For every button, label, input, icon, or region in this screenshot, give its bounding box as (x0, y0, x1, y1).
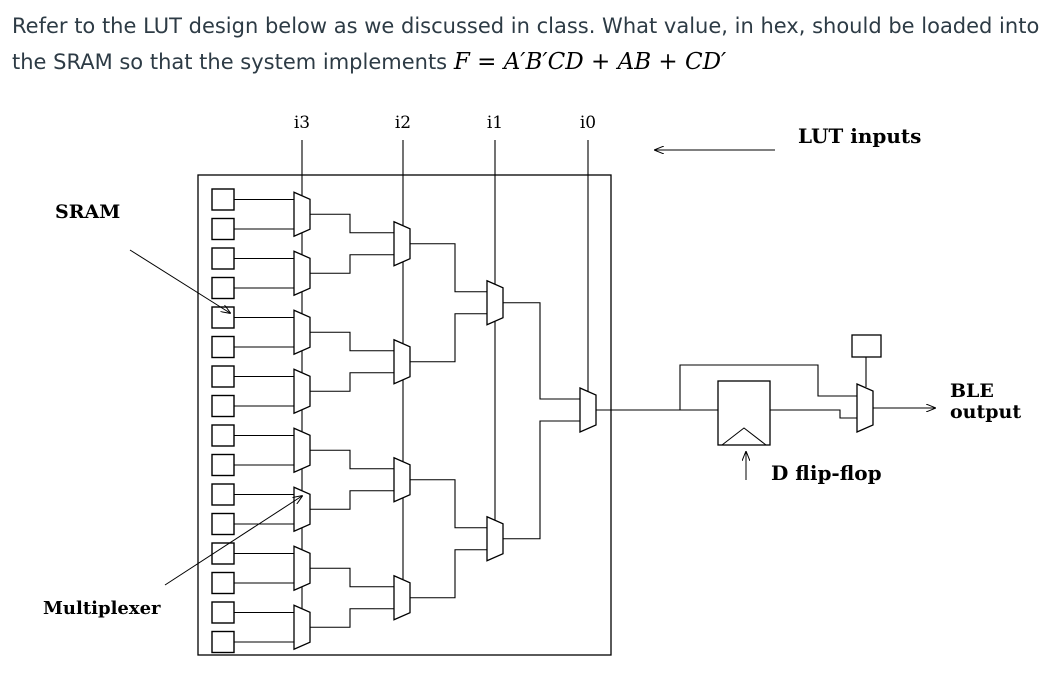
mux-level1 (293, 427, 311, 474)
sram-cell (211, 394, 235, 418)
output-mux (856, 383, 874, 433)
mux-level3 (486, 279, 504, 326)
mux-level2 (393, 574, 411, 621)
mux-level1 (293, 545, 311, 592)
mux-level1 (293, 368, 311, 415)
ble-output-label-line2: output (950, 401, 1021, 423)
wire-l1-l2 (310, 254, 394, 274)
sram-cell (211, 217, 235, 241)
wire-l2-l3 (410, 479, 487, 529)
function-plus-1: + (591, 49, 611, 75)
sram-cell (211, 247, 235, 270)
function-term-1: A′B′CD (503, 49, 584, 75)
mux-level1 (293, 250, 311, 297)
clock-triangle (721, 427, 767, 446)
wire-l1-l2 (310, 372, 394, 392)
sram-cell (211, 335, 235, 359)
lut-inputs-label: LUT inputs (798, 124, 921, 148)
wire-l1-l2 (310, 490, 394, 510)
sram-cell (211, 483, 235, 506)
mux-level2 (393, 456, 411, 503)
function-plus-2: + (658, 49, 678, 75)
mux-level4 (579, 387, 597, 433)
sram-cell (211, 365, 235, 388)
input-label-i0: i0 (580, 113, 596, 133)
sram-cell (211, 188, 235, 211)
mux-level2 (393, 338, 411, 385)
question-prompt: Refer to the LUT design below as we disc… (12, 14, 1040, 74)
ble-output-label-line1: BLE (950, 380, 994, 402)
ff-output-wire (770, 409, 857, 419)
d-flip-flop-label: D flip-flop (771, 461, 882, 485)
input-label-i2: i2 (395, 113, 411, 133)
wire-l1-l2 (310, 331, 394, 352)
lut-box (197, 174, 612, 656)
function-term-2: AB (617, 49, 652, 75)
select-sram-cell (851, 334, 882, 358)
multiplexer-label: Multiplexer (43, 598, 161, 619)
mux-level1 (293, 191, 311, 238)
sram-cell (211, 571, 235, 595)
function-equals: = (477, 49, 497, 75)
d-flip-flop (717, 380, 771, 446)
mux-level1 (293, 486, 311, 533)
wire-l2-l3 (410, 243, 487, 293)
wire-l2-l3 (410, 549, 487, 599)
wire-l1-l2 (310, 567, 394, 588)
wire-l1-l2 (310, 449, 394, 470)
wire-l2-l3 (410, 313, 487, 363)
mux-level3 (486, 515, 504, 562)
mux-level1 (293, 604, 311, 651)
sram-cell (211, 424, 235, 447)
wire-l3-l4 (503, 302, 580, 400)
question-text: Refer to the LUT design below as we disc… (12, 8, 1052, 80)
input-label-i1: i1 (487, 113, 503, 133)
sram-cell (211, 601, 235, 624)
mux-level2 (393, 220, 411, 267)
sram-cell (211, 542, 235, 565)
sram-cell (211, 306, 235, 329)
ble-section: D flip-flop BLE output (596, 334, 1021, 485)
wire-l3-l4 (503, 420, 580, 540)
sram-cell (211, 453, 235, 477)
sram-pointer (129, 249, 230, 313)
sram-label: SRAM (55, 201, 120, 223)
function-term-3: CD′ (685, 49, 727, 75)
multiplexer-pointer (164, 496, 302, 586)
sram-cell (211, 512, 235, 536)
function-lhs: F (453, 49, 470, 75)
wire-l1-l2 (310, 213, 394, 234)
bypass-wire (679, 364, 857, 410)
wire-l1-l2 (310, 608, 394, 628)
mux-level1 (293, 309, 311, 356)
boolean-function: F = A′B′CD + AB + CD′ (454, 49, 726, 75)
input-label-i3: i3 (294, 113, 310, 133)
sram-cell (211, 276, 235, 300)
lut-internals (211, 140, 597, 654)
sram-cell (211, 630, 235, 654)
